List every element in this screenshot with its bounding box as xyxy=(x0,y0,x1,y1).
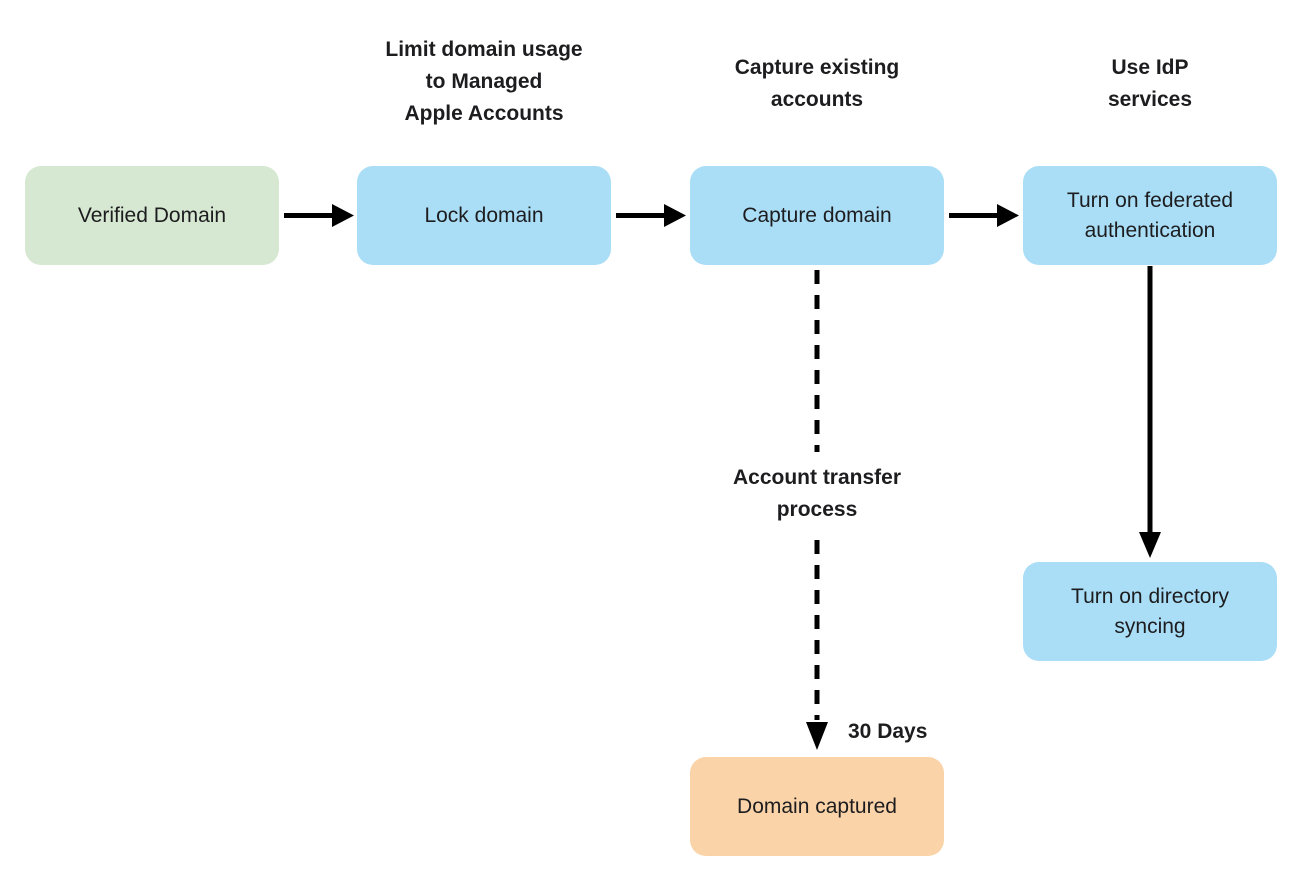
arrowhead-federated-to-directory-icon xyxy=(1139,532,1161,558)
label-account-transfer-process: Account transfer process xyxy=(732,466,902,521)
node-turn-on-directory-syncing: Turn on directory syncing xyxy=(1023,562,1277,661)
arrowhead-capture-to-federated-icon xyxy=(997,204,1019,227)
node-verified-domain: Verified Domain xyxy=(25,166,279,265)
node-turn-on-federated-authentication: Turn on federated authentication xyxy=(1023,166,1277,265)
label-30-days: 30 Days xyxy=(848,720,928,743)
arrowhead-lock-to-capture-icon xyxy=(664,204,686,227)
node-domain-captured: Domain captured xyxy=(690,757,944,856)
label-use-idp-services: Use IdP services xyxy=(1107,56,1193,111)
node-lock-domain: Lock domain xyxy=(357,166,611,265)
arrowhead-capture-to-captured-icon xyxy=(806,722,828,750)
arrowhead-verified-to-lock-icon xyxy=(332,204,354,227)
node-capture-domain: Capture domain xyxy=(690,166,944,265)
label-capture-existing-accounts: Capture existing accounts xyxy=(734,56,900,111)
label-limit-domain-usage: Limit domain usage to Managed Apple Acco… xyxy=(385,38,583,125)
